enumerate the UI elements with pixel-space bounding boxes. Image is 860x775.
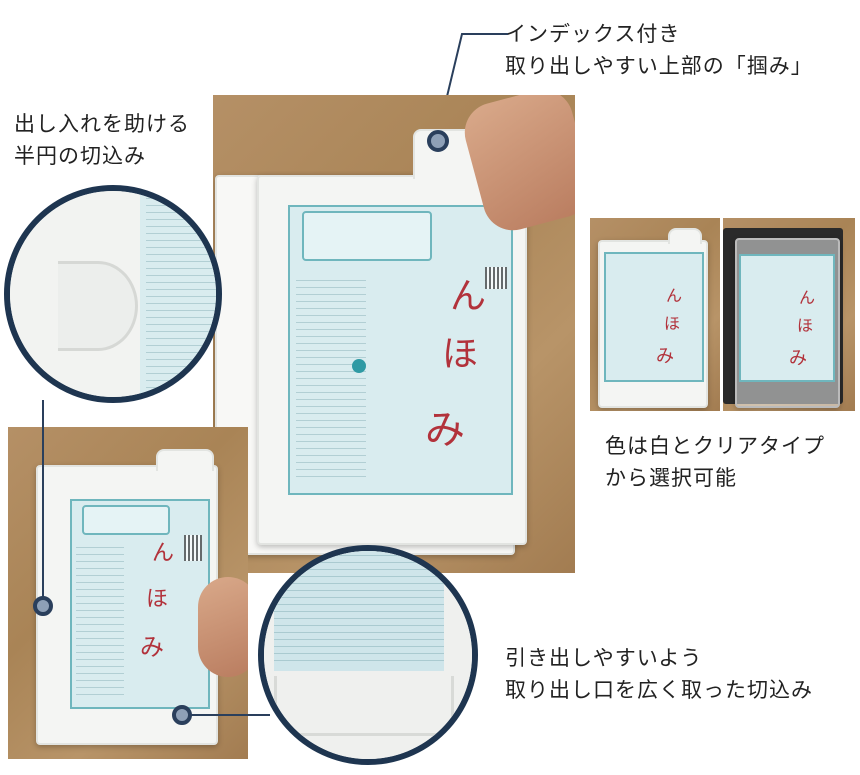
kana-n-single: ん bbox=[152, 541, 175, 566]
kana-n-white: ん bbox=[666, 286, 683, 305]
colors-caption: 色は白とクリアタイプ から選択可能 bbox=[605, 430, 825, 494]
semicircle-connector bbox=[42, 400, 44, 600]
single-sheet-tab bbox=[156, 449, 214, 471]
kana-mi-white: み bbox=[656, 346, 674, 367]
cutout-connector bbox=[190, 714, 270, 716]
single-certificate: ん ほ み bbox=[70, 499, 210, 709]
semicircle-dot bbox=[33, 596, 53, 616]
main-photo-binder: ん ほ み bbox=[213, 95, 575, 573]
kana-n-main: ん bbox=[450, 276, 487, 317]
binder-certificate: ん ほ み bbox=[288, 205, 513, 495]
colors-caption-line1: 色は白とクリアタイプ bbox=[605, 434, 825, 458]
hand-bottom bbox=[198, 577, 248, 677]
kana-ho-clear: ほ bbox=[797, 316, 814, 335]
semicircle-caption-line1: 出し入れを助ける bbox=[14, 112, 190, 136]
kana-ho-white: ほ bbox=[664, 314, 681, 333]
kana-ho-single: ほ bbox=[146, 587, 169, 612]
clear-variant-photo: ん ほ み bbox=[723, 218, 855, 411]
cutout-dot bbox=[172, 705, 192, 725]
semicircle-caption: 出し入れを助ける 半円の切込み bbox=[14, 108, 190, 172]
kana-n-clear: ん bbox=[799, 288, 816, 307]
kana-ho-main: ほ bbox=[442, 334, 479, 375]
single-sheet-photo: ん ほ み bbox=[8, 427, 248, 759]
semicircle-zoom bbox=[4, 185, 222, 403]
index-tab-caption-line2: 取り出しやすい上部の「掴み」 bbox=[505, 54, 813, 78]
colors-caption-line2: から選択可能 bbox=[605, 466, 737, 490]
kana-mi-main: み bbox=[425, 407, 465, 453]
index-tab-dot bbox=[427, 130, 449, 152]
cutout-zoom bbox=[258, 545, 478, 765]
kana-mi-clear: み bbox=[789, 348, 807, 369]
cutout-caption-line1: 引き出しやすいよう bbox=[505, 646, 703, 670]
cutout-caption-line2: 取り出し口を広く取った切込み bbox=[505, 678, 813, 702]
index-tab-caption: インデックス付き 取り出しやすい上部の「掴み」 bbox=[505, 18, 813, 82]
cutout-caption: 引き出しやすいよう 取り出し口を広く取った切込み bbox=[505, 642, 813, 706]
semicircle-caption-line2: 半円の切込み bbox=[14, 144, 146, 168]
white-variant-photo: ん ほ み bbox=[590, 218, 720, 411]
kana-mi-single: み bbox=[140, 633, 164, 661]
index-tab-caption-line1: インデックス付き bbox=[505, 22, 681, 46]
